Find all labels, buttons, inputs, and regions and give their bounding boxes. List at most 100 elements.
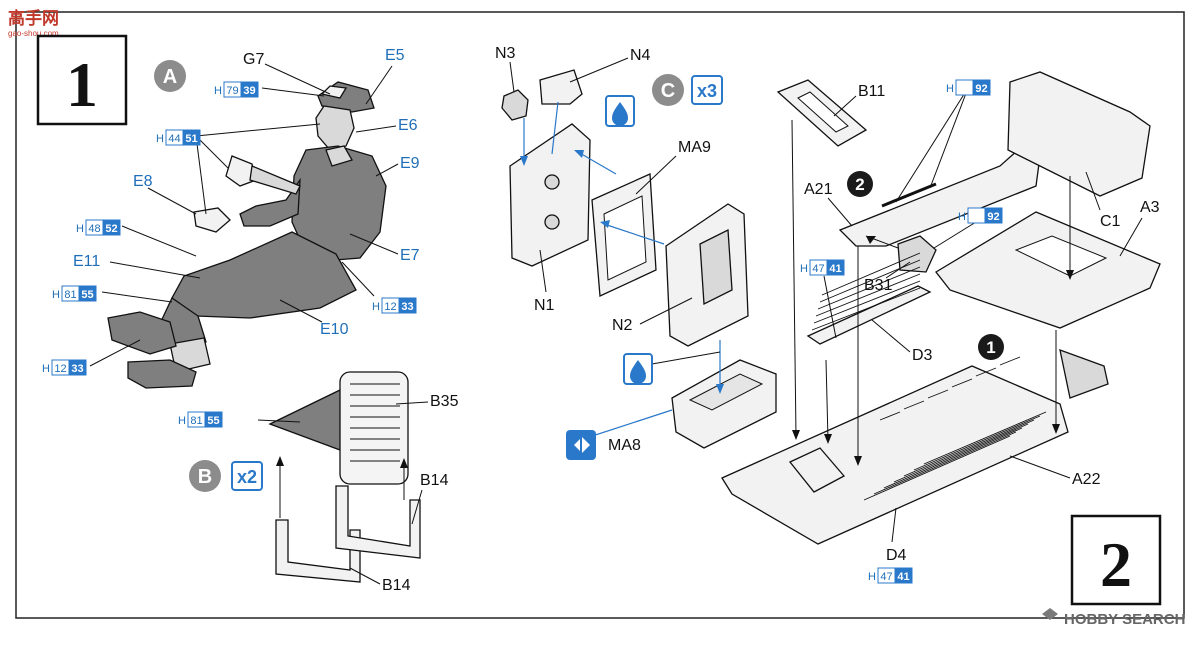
paint-ref-prefix: H (946, 83, 954, 95)
paint-ref-code-alt: 51 (185, 133, 197, 145)
svg-text:2: 2 (855, 175, 864, 194)
paint-ref-prefix: H (42, 363, 50, 375)
paint-ref-prefix: H (214, 85, 222, 97)
watermark-bottom-group: HOBBY SEARCH (1042, 608, 1185, 628)
paint-ref-code: 47 (880, 571, 892, 583)
paint-ref-prefix: H (372, 301, 380, 313)
paint-ref-badge: H 12 33 (372, 297, 417, 314)
paint-ref-badge: H 81 55 (52, 285, 97, 302)
group-badge-a: A (154, 60, 186, 92)
jerrycan-illustration (501, 69, 777, 449)
label-d4: D4 (886, 547, 907, 564)
label-b35: B35 (430, 393, 459, 410)
label-n3: N3 (495, 45, 516, 62)
paint-ref-badge: H 44 51 (156, 129, 201, 146)
paint-ref-badge: H 48 52 (76, 219, 121, 236)
seated-figure-illustration (107, 81, 387, 389)
multiplier-badge-c (691, 75, 723, 105)
paint-ref-code-alt: 55 (81, 289, 93, 301)
page-frame (15, 11, 1185, 619)
label-n2: N2 (612, 317, 633, 334)
group-b-letter: B (198, 466, 212, 488)
label-n1: N1 (534, 297, 555, 314)
paint-ref-code-alt: 52 (105, 223, 117, 235)
watermark-top: 高手网 (8, 8, 59, 28)
paint-ref-prefix: H (156, 133, 164, 145)
step-1-box: 1 (36, 34, 128, 126)
label-ma9: MA9 (678, 139, 711, 156)
paint-ref-prefix: H (76, 223, 84, 235)
paint-ref-code-alt: 55 (207, 415, 219, 427)
label-d3: D3 (912, 347, 933, 364)
paint-ref-prefix: H (178, 415, 186, 427)
label-g7: G7 (243, 51, 264, 68)
paint-ref-badge: H 47 41 (868, 567, 913, 584)
label-e11: E11 (73, 253, 100, 270)
label-b14-bottom: B14 (382, 577, 411, 594)
paint-ref-code: 79 (226, 85, 238, 97)
group-badge-c: C x3 (652, 74, 723, 106)
paint-ref-prefix: H (52, 289, 60, 301)
label-b14-top: B14 (420, 472, 449, 489)
cement-drop-icon (623, 353, 653, 385)
paint-ref-code-alt: 92 (987, 211, 999, 223)
group-c-multiplier: x3 (697, 81, 717, 101)
seat-illustration (268, 371, 421, 583)
paint-ref-code-alt: 39 (243, 85, 255, 97)
callout-2: 2 (847, 171, 873, 197)
group-c-letter: C (661, 80, 675, 102)
paint-ref-code: 12 (384, 301, 396, 313)
group-badge-b: B x2 (189, 460, 263, 492)
paint-ref-code: 47 (812, 263, 824, 275)
label-ma8: MA8 (608, 437, 641, 454)
paint-ref-code-alt: 41 (829, 263, 841, 275)
label-c1: C1 (1100, 213, 1121, 230)
paint-ref-badge: H 92 (946, 79, 991, 96)
label-b31: B31 (864, 277, 893, 294)
watermark-url: gao-shou.com (8, 29, 59, 38)
chassis-illustration (721, 71, 1161, 545)
paint-ref-badge: H 12 33 (42, 359, 87, 376)
paint-ref-code-alt: 92 (975, 83, 987, 95)
paint-ref-prefix: H (868, 571, 876, 583)
hobby-search-logo-icon (1042, 608, 1058, 620)
group-b-multiplier: x2 (237, 467, 257, 487)
label-e9: E9 (400, 155, 420, 172)
paint-ref-code-alt: 41 (897, 571, 909, 583)
paint-ref-code-alt: 33 (401, 301, 413, 313)
paint-ref-badge: H 92 (958, 207, 1003, 224)
label-b11: B11 (858, 83, 885, 100)
cut-remove-icon (566, 430, 596, 460)
paint-ref-code: 12 (54, 363, 66, 375)
paint-ref-code: 48 (88, 223, 100, 235)
step-2-box: 2 (1070, 514, 1162, 606)
label-a3: A3 (1140, 199, 1160, 216)
label-e10: E10 (320, 321, 349, 338)
label-e5: E5 (385, 47, 405, 64)
step-2-number: 2 (1100, 529, 1132, 600)
cement-drop-icon (605, 95, 635, 127)
paint-ref-badge: H 47 41 (800, 259, 845, 276)
paint-ref-code-alt: 33 (71, 363, 83, 375)
paint-ref-prefix: H (958, 211, 966, 223)
svg-text:1: 1 (986, 338, 995, 357)
paint-ref-prefix: H (800, 263, 808, 275)
paint-ref-code: 81 (190, 415, 202, 427)
group-a-letter: A (163, 66, 177, 88)
callout-1: 1 (978, 334, 1004, 360)
label-a22: A22 (1072, 471, 1101, 488)
label-n4: N4 (630, 47, 651, 64)
step-1-number: 1 (66, 49, 98, 120)
paint-ref-code: 44 (168, 133, 180, 145)
paint-ref-badge: H 81 55 (178, 411, 223, 428)
label-a21: A21 (804, 181, 833, 198)
watermark-bottom: HOBBY SEARCH (1064, 611, 1185, 628)
paint-ref-code: 81 (64, 289, 76, 301)
label-e6: E6 (398, 117, 418, 134)
label-e8: E8 (133, 173, 153, 190)
paint-ref-badge: H 79 39 (214, 81, 259, 98)
label-e7: E7 (400, 247, 420, 264)
